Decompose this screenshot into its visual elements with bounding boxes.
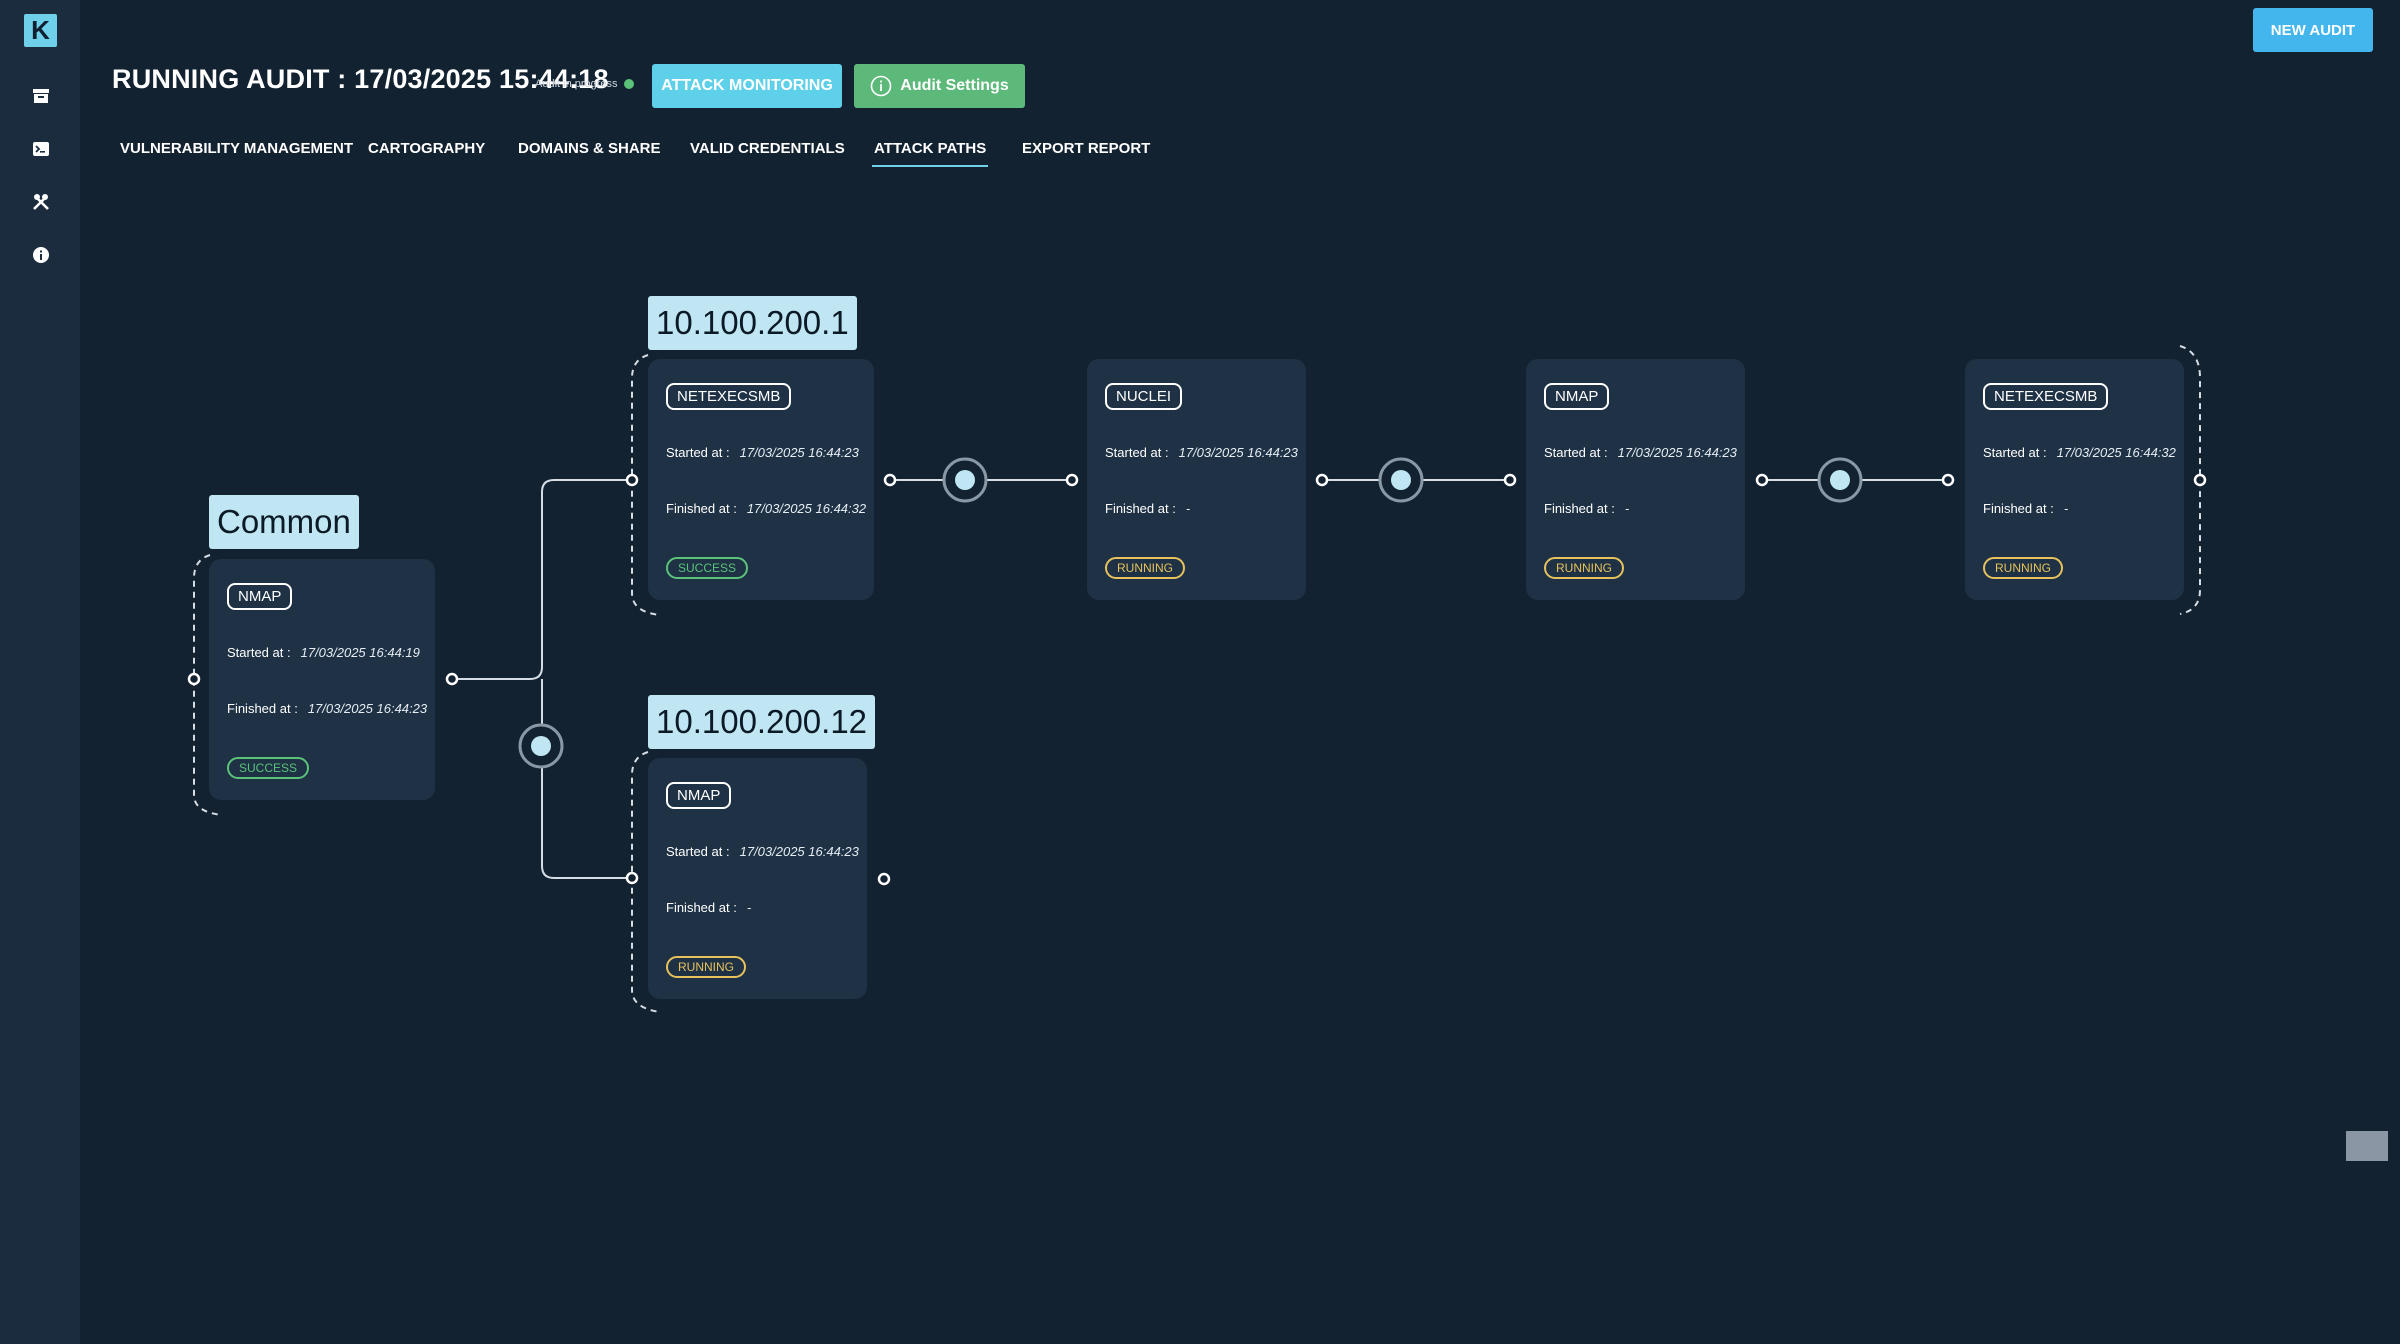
junction-node-2	[942, 457, 988, 503]
tool-tag: NMAP	[227, 583, 293, 610]
node-card-netexecsmb-1[interactable]: NETEXECSMB Started at :17/03/2025 16:44:…	[648, 359, 874, 600]
tab-cartography[interactable]: CARTOGRAPHY	[368, 140, 486, 157]
tab-vulnerability-management[interactable]: VULNERABILITY MANAGEMENT	[120, 140, 354, 157]
port-common-out	[445, 672, 459, 686]
port-nuclei-in	[1065, 473, 1079, 487]
scroll-thumb[interactable]	[2346, 1131, 2388, 1161]
finished-row: Finished at :-	[1544, 501, 1630, 516]
port-ip1-in	[625, 473, 639, 487]
port-netexec2-in	[1941, 473, 1955, 487]
started-row: Started at :17/03/2025 16:44:32	[1983, 445, 2176, 460]
terminal-icon[interactable]	[30, 138, 52, 160]
tool-tag: NETEXECSMB	[1983, 383, 2109, 410]
tab-domains-share[interactable]: DOMAINS & SHARE	[518, 140, 661, 157]
finished-row: Finished at :-	[666, 900, 752, 915]
node-card-netexecsmb-2[interactable]: NETEXECSMB Started at :17/03/2025 16:44:…	[1965, 359, 2184, 600]
group-label-10-100-200-1: 10.100.200.1	[648, 296, 857, 350]
finished-row: Finished at :-	[1983, 501, 2069, 516]
attack-monitoring-button[interactable]: ATTACK MONITORING	[652, 64, 842, 108]
junction-node-1	[518, 723, 564, 769]
tool-tag: NUCLEI	[1105, 383, 1183, 410]
node-card-nmap-1[interactable]: NMAP Started at :17/03/2025 16:44:23 Fin…	[1526, 359, 1745, 600]
tab-attack-paths[interactable]: ATTACK PATHS	[872, 140, 989, 167]
port-ip1-out	[2193, 473, 2207, 487]
status-badge: RUNNING	[1544, 557, 1624, 579]
audit-settings-label: Audit Settings	[900, 77, 1009, 94]
port-ip12-out	[877, 872, 891, 886]
node-card-nmap-12[interactable]: NMAP Started at :17/03/2025 16:44:23 Fin…	[648, 758, 867, 999]
tools-icon[interactable]	[30, 191, 52, 213]
finished-row: Finished at :17/03/2025 16:44:32	[666, 501, 867, 516]
sidebar: K	[0, 0, 80, 1344]
tool-tag: NMAP	[1544, 383, 1610, 410]
started-row: Started at :17/03/2025 16:44:23	[1544, 445, 1737, 460]
status-badge: RUNNING	[1983, 557, 2063, 579]
info-icon[interactable]	[30, 244, 52, 266]
archive-icon[interactable]	[30, 85, 52, 107]
tab-valid-credentials[interactable]: VALID CREDENTIALS	[690, 140, 845, 157]
junction-node-4	[1817, 457, 1863, 503]
node-card-nuclei[interactable]: NUCLEI Started at :17/03/2025 16:44:23 F…	[1087, 359, 1306, 600]
audit-settings-button[interactable]: Audit Settings	[854, 64, 1025, 108]
tool-tag: NMAP	[666, 782, 732, 809]
finished-row: Finished at :-	[1105, 501, 1191, 516]
group-label-10-100-200-12: 10.100.200.12	[648, 695, 876, 749]
group-label-common: Common	[209, 495, 359, 549]
page-title: RUNNING AUDIT : 17/03/2025 15:44:18	[112, 64, 609, 94]
started-row: Started at :17/03/2025 16:44:23	[666, 445, 859, 460]
status-dot-icon	[623, 79, 634, 89]
status-badge: RUNNING	[1105, 557, 1185, 579]
node-card-nmap-common[interactable]: NMAP Started at :17/03/2025 16:44:19 Fin…	[209, 559, 435, 800]
app-logo[interactable]: K	[24, 14, 57, 47]
audit-status: Audit in progress	[535, 78, 634, 90]
port-common-in	[187, 672, 201, 686]
port-ip12-in	[625, 871, 639, 885]
status-badge: RUNNING	[666, 956, 746, 978]
status-badge: SUCCESS	[666, 557, 749, 579]
new-audit-button[interactable]: NEW AUDIT	[2253, 8, 2373, 52]
port-nuclei-out	[1315, 473, 1329, 487]
finished-row: Finished at :17/03/2025 16:44:23	[227, 701, 428, 716]
started-row: Started at :17/03/2025 16:44:23	[1105, 445, 1298, 460]
started-row: Started at :17/03/2025 16:44:19	[227, 645, 420, 660]
port-nmap-in	[1503, 473, 1517, 487]
junction-node-3	[1378, 457, 1424, 503]
port-netexec-out	[883, 473, 897, 487]
tool-tag: NETEXECSMB	[666, 383, 792, 410]
port-nmap-out	[1755, 473, 1769, 487]
started-row: Started at :17/03/2025 16:44:23	[666, 844, 859, 859]
audit-status-text: Audit in progress	[535, 78, 618, 90]
tab-export-report[interactable]: EXPORT REPORT	[1022, 140, 1151, 157]
info-circle-icon	[870, 75, 892, 97]
status-badge: SUCCESS	[227, 757, 310, 779]
